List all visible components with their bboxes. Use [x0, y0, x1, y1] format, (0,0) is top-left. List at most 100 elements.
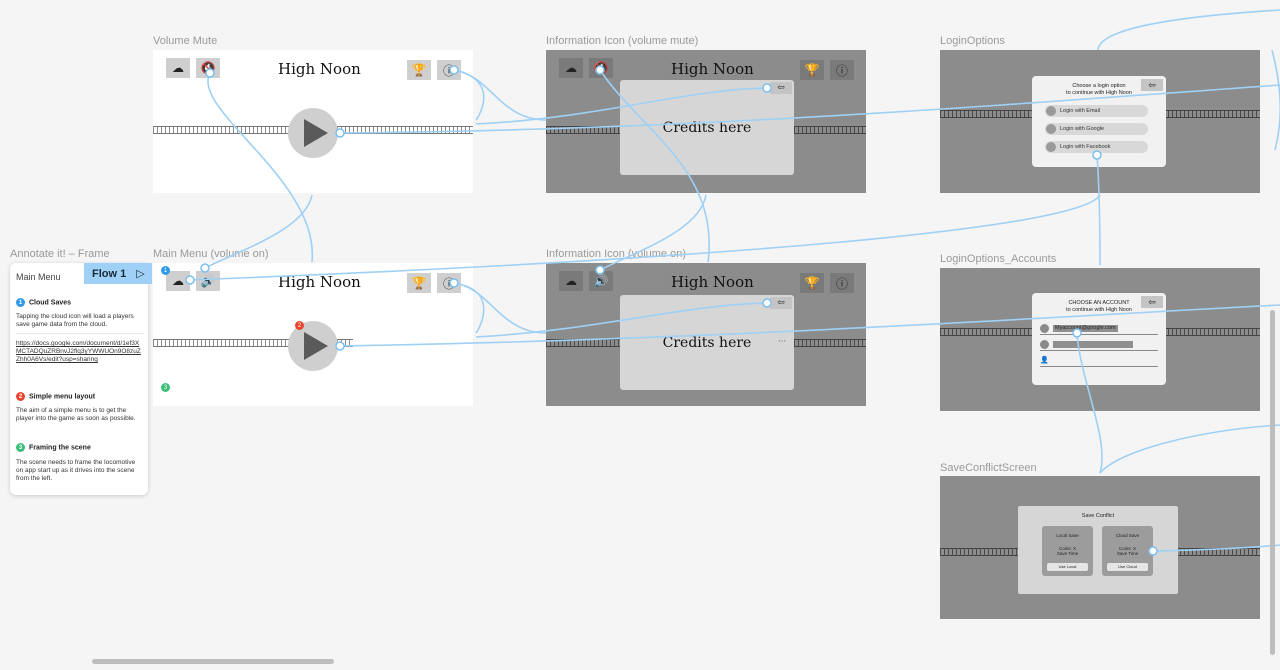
use-local-button[interactable]: Use Local [1047, 563, 1088, 571]
cloud-icon[interactable]: ☁ [559, 58, 583, 78]
back-button[interactable]: ⇦ [770, 297, 792, 309]
wire-handle [335, 341, 345, 351]
play-icon [304, 332, 328, 360]
login-facebook-button[interactable]: Login with Facebook [1045, 141, 1148, 153]
frame-label-volume-mute[interactable]: Volume Mute [153, 35, 218, 47]
info-icon[interactable]: ⓘ [830, 60, 854, 80]
play-icon [304, 119, 328, 147]
vertical-scrollbar[interactable] [1270, 310, 1275, 655]
volume-on-icon[interactable]: 🔊 [589, 271, 613, 291]
annotation-badge-1[interactable]: 1 [161, 266, 170, 275]
wire-handle [449, 278, 459, 288]
back-button[interactable]: ⇦ [770, 82, 792, 94]
account-row-2[interactable] [1040, 338, 1158, 351]
wire [599, 69, 711, 263]
credits-text: Credits here [662, 334, 752, 351]
wire [204, 194, 313, 269]
wire [1076, 332, 1103, 474]
frame-save-conflict[interactable]: Save Conflict Local Save Coins: X Save T… [940, 476, 1260, 619]
wire-handle [1092, 150, 1102, 160]
cloud-icon[interactable]: ☁ [166, 58, 190, 78]
facebook-icon [1046, 142, 1056, 152]
annotation-badge-3[interactable]: 3 [161, 383, 170, 392]
frame-label-main-menu[interactable]: Main Menu (volume on) [153, 248, 269, 260]
frame-login-accounts[interactable]: CHOOSE AN ACCOUNT to continue with High … [940, 268, 1260, 411]
note-3-body: The scene needs to frame the locomotive … [16, 459, 136, 482]
login-google-button[interactable]: Login with Google [1045, 123, 1148, 135]
info-icon[interactable]: ⓘ [830, 273, 854, 293]
volume-on-icon[interactable]: 🔊 [196, 271, 220, 291]
wire-handle [595, 265, 605, 275]
accounts-panel: CHOOSE AN ACCOUNT to continue with High … [1032, 293, 1166, 385]
wire [475, 87, 768, 125]
wire-handle [595, 65, 605, 75]
login-heading: Choose a login option [1072, 83, 1126, 89]
wire [339, 304, 1280, 347]
email-icon [1046, 106, 1056, 116]
note-1-link[interactable]: https://docs.google.com/document/d/1ef3X… [16, 340, 141, 363]
frame-label-login-options[interactable]: LoginOptions [940, 35, 1005, 47]
wire [339, 84, 1280, 134]
frame-info-on[interactable]: ☁ 🔊 High Noon 🏆 ⓘ Credits here ⇦ ··· [546, 263, 866, 406]
wire-handle [762, 83, 772, 93]
game-title: High Noon [671, 60, 754, 78]
local-save-time: Save Time [1056, 551, 1079, 556]
account-row-1[interactable]: Myaccount@google.com [1040, 322, 1158, 335]
wire-handle [449, 65, 459, 75]
cloud-save-time: Save Time [1116, 551, 1139, 556]
more-icon[interactable]: ··· [778, 337, 786, 346]
use-cloud-button[interactable]: Use Cloud [1107, 563, 1148, 571]
horizontal-scrollbar[interactable] [92, 659, 334, 664]
trophy-icon[interactable]: 🏆 [800, 273, 824, 293]
trophy-icon[interactable]: 🏆 [407, 60, 431, 80]
cloud-icon[interactable]: ☁ [166, 271, 190, 291]
cloud-save-card[interactable]: Cloud Save Coins: X Save Time Use Cloud [1102, 526, 1153, 576]
trophy-icon[interactable]: 🏆 [800, 60, 824, 80]
wire [453, 69, 485, 121]
wire [1152, 544, 1280, 552]
accounts-subheading: to continue with High Noon [1066, 307, 1132, 313]
login-subheading: to continue with High Noon [1066, 90, 1132, 96]
trophy-icon[interactable]: 🏆 [407, 273, 431, 293]
wire [207, 72, 313, 263]
back-button[interactable]: ⇦ [1141, 296, 1163, 308]
wire [475, 302, 768, 338]
frame-label-annotation[interactable]: Annotate it! – Frame [10, 248, 110, 260]
wire [1097, 9, 1280, 51]
annotation-header: Main Menu [16, 272, 61, 282]
local-save-title: Local Save [1056, 533, 1079, 538]
wire-handle [335, 128, 345, 138]
frame-label-info-mute[interactable]: Information Icon (volume mute) [546, 35, 699, 47]
note-1-body: Tapping the cloud icon will load a playe… [16, 313, 134, 328]
back-button[interactable]: ⇦ [1141, 79, 1163, 91]
wire-handle [1148, 546, 1158, 556]
cloud-icon[interactable]: ☁ [559, 271, 583, 291]
flow-start-button[interactable]: Flow 1 ▷ [84, 263, 152, 284]
google-icon [1046, 124, 1056, 134]
frame-label-save-conflict[interactable]: SaveConflictScreen [940, 462, 1037, 474]
frame-main-menu[interactable]: ☁ 🔊 High Noon 🏆 ⓘ 1 2 3 [153, 263, 473, 406]
wire [453, 69, 547, 121]
wire-handle [185, 275, 195, 285]
accounts-heading: CHOOSE AN ACCOUNT [1068, 300, 1130, 306]
note-2-body: The aim of a simple menu is to get the p… [16, 407, 136, 422]
annotation-badge-2[interactable]: 2 [295, 321, 304, 330]
wire [1271, 49, 1280, 151]
frame-label-login-accounts[interactable]: LoginOptions_Accounts [940, 253, 1057, 265]
local-save-card[interactable]: Local Save Coins: X Save Time Use Local [1042, 526, 1093, 576]
game-title: High Noon [278, 60, 361, 78]
wire [453, 282, 547, 334]
frame-login-options[interactable]: Choose a login option to continue with H… [940, 50, 1260, 193]
save-conflict-heading: Save Conflict [1081, 513, 1115, 519]
login-email-button[interactable]: Login with Email [1045, 105, 1148, 117]
wire-handle [200, 263, 210, 273]
wire-handle [762, 298, 772, 308]
credits-panel: Credits here ⇦ ··· [620, 295, 794, 390]
add-account-row[interactable]: 👤 [1040, 354, 1158, 367]
wire-handle [205, 68, 215, 78]
play-button[interactable] [288, 108, 338, 158]
